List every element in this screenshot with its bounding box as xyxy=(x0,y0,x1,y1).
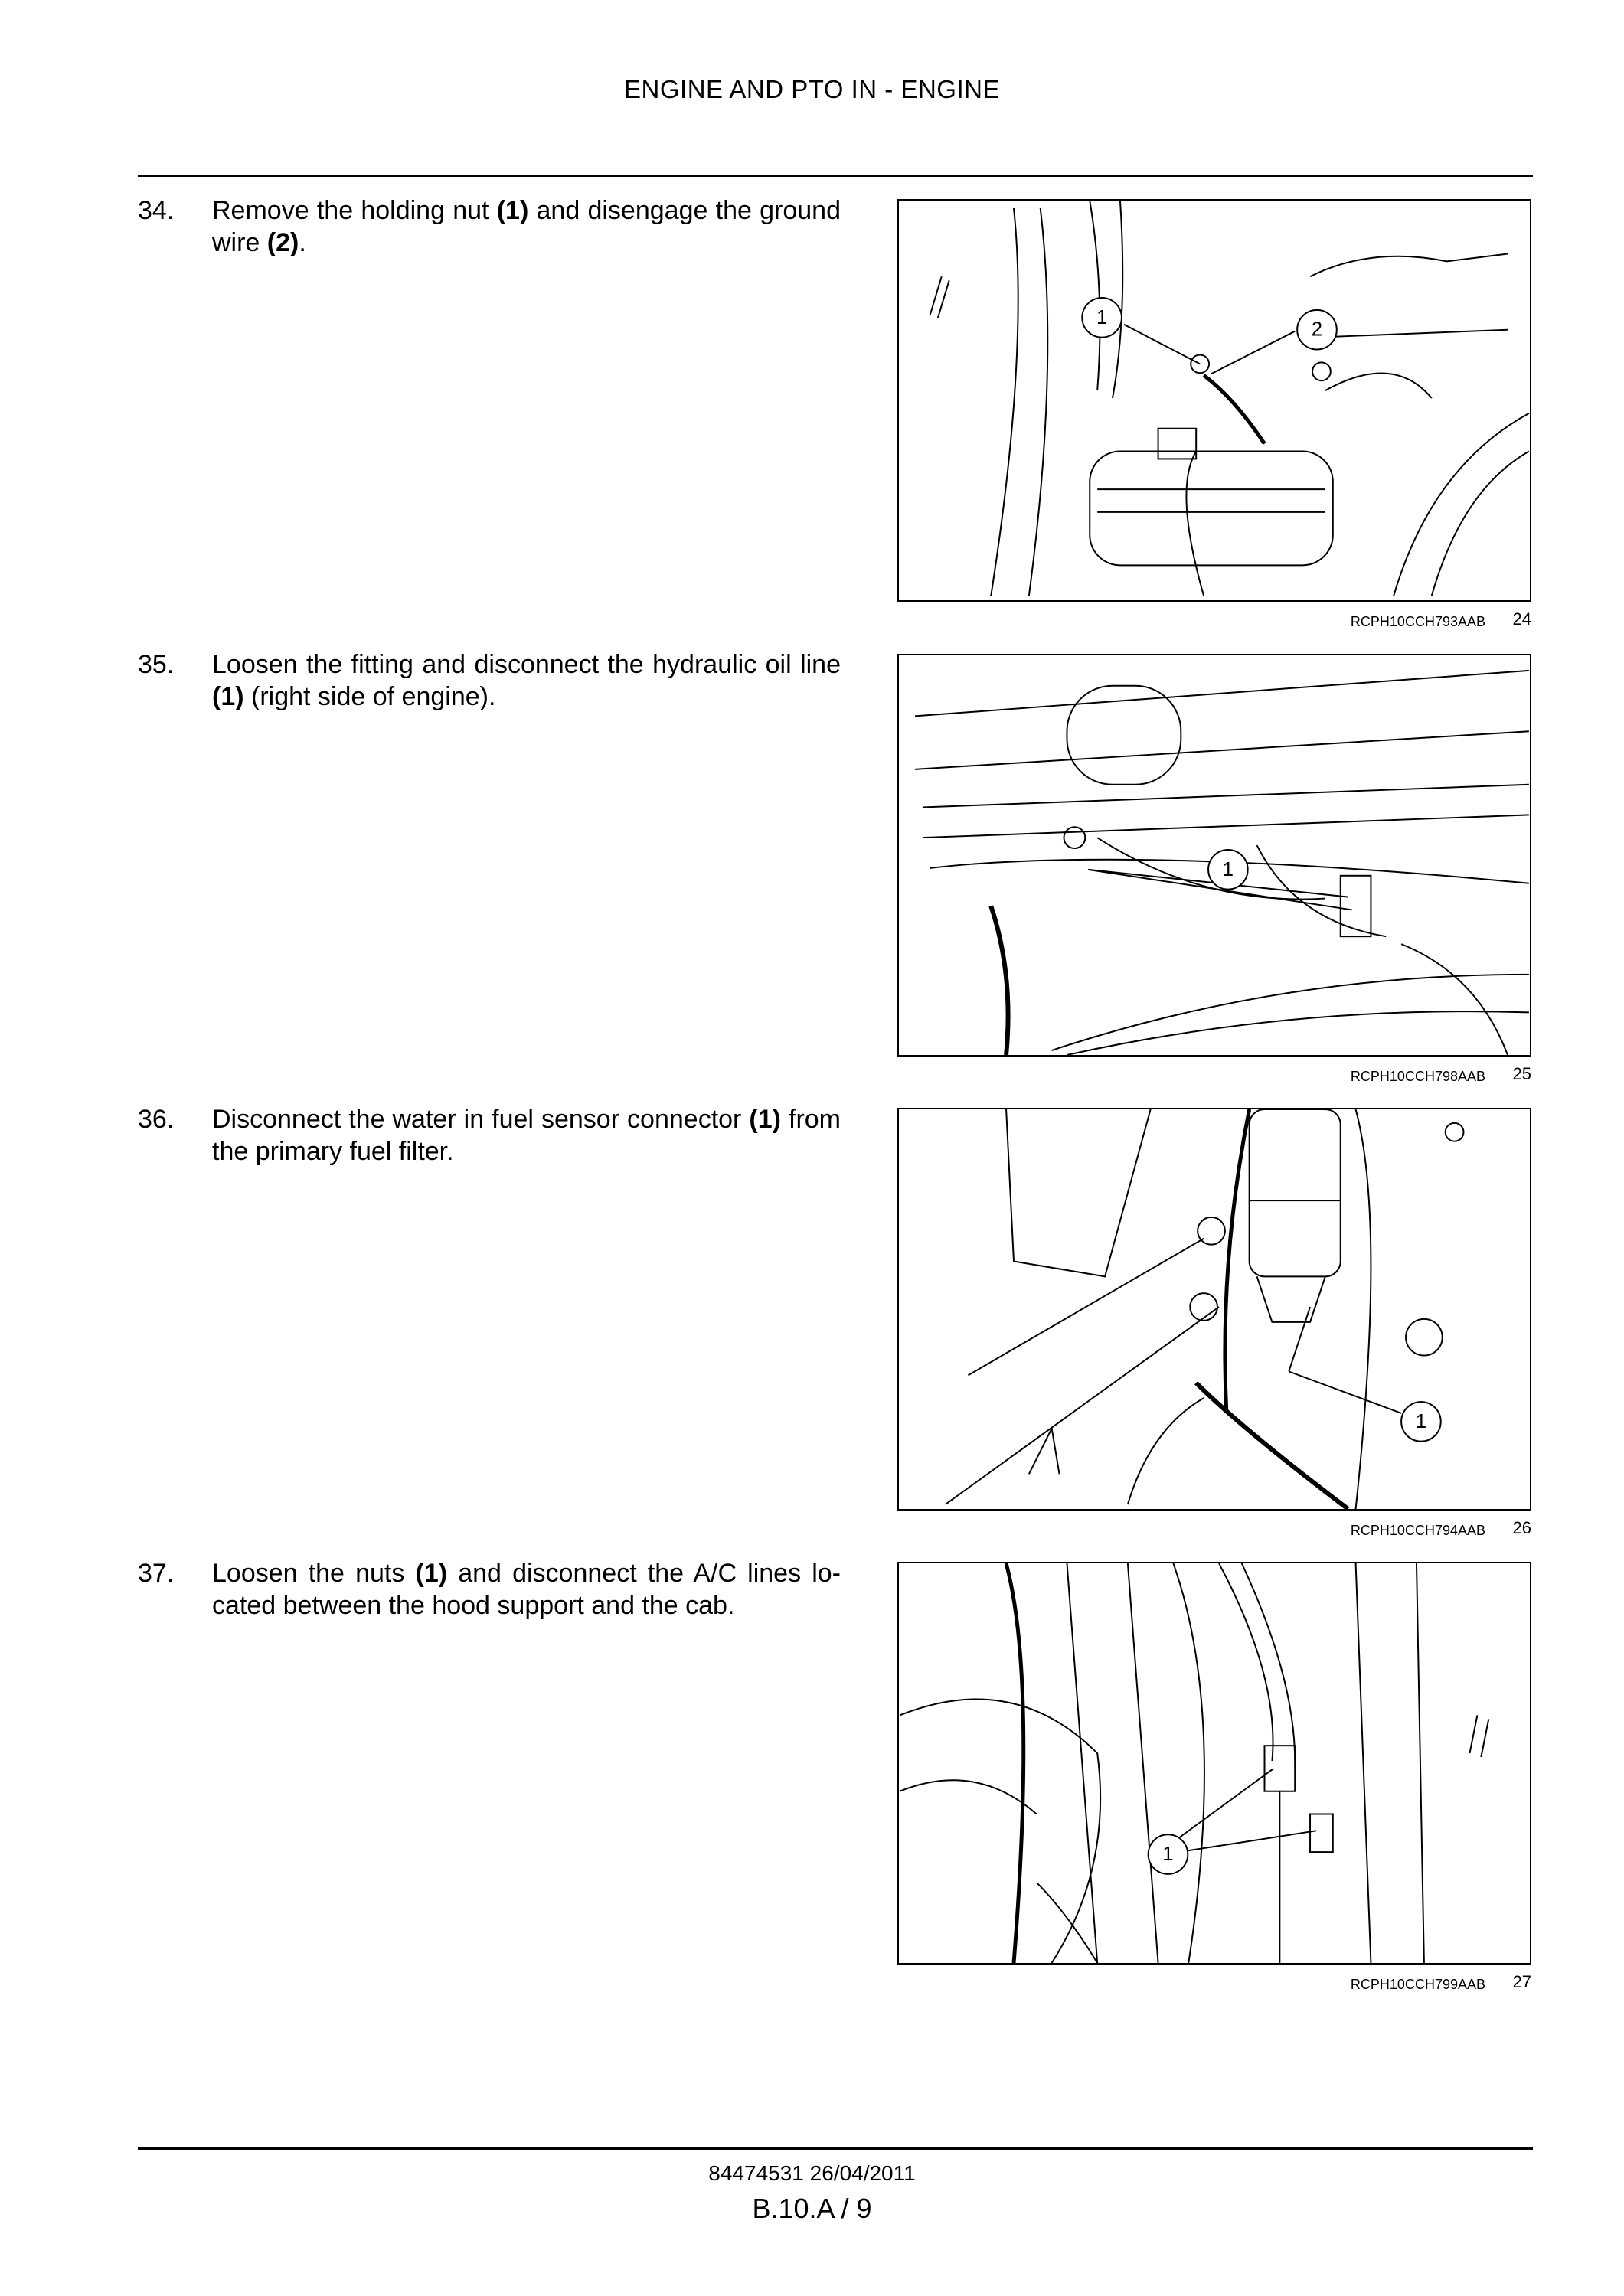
step-number: 35. xyxy=(138,650,175,679)
svg-text:1: 1 xyxy=(1096,307,1107,328)
figure-number: 26 xyxy=(1512,1518,1531,1537)
step-number: 36. xyxy=(138,1105,175,1134)
header-rule xyxy=(138,175,1533,177)
footer-page-number: B.10.A / 9 xyxy=(752,2193,872,2224)
figure-number: 27 xyxy=(1512,1972,1531,1991)
svg-text:1: 1 xyxy=(1223,859,1234,880)
engine-lineart-illustration: 1 xyxy=(899,1563,1490,1963)
figure-number: 25 xyxy=(1512,1064,1531,1083)
step-number: 34. xyxy=(138,196,175,225)
callout-1: 1 xyxy=(1207,849,1249,890)
figure-caption: RCPH10CCH799AAB 27 xyxy=(897,1972,1531,1995)
engine-lineart-illustration: 1 xyxy=(914,669,1529,1055)
figure-caption: RCPH10CCH798AAB 25 xyxy=(897,1064,1531,1087)
svg-text:2: 2 xyxy=(1312,319,1322,341)
figure-code: RCPH10CCH799AAB xyxy=(1350,1977,1485,1992)
figure-code: RCPH10CCH798AAB xyxy=(1350,1069,1485,1084)
svg-text:1: 1 xyxy=(1162,1844,1173,1865)
figure-caption: RCPH10CCH794AAB 26 xyxy=(897,1518,1531,1541)
page-header-title: ENGINE AND PTO IN - ENGINE xyxy=(624,75,1000,103)
figure-code: RCPH10CCH794AAB xyxy=(1350,1523,1485,1538)
step-text: Disconnect the water in fuel sensor conn… xyxy=(212,1105,841,1166)
callout-1: 1 xyxy=(1147,1834,1189,1875)
step-text: Loosen the fitting and disconnect the hy… xyxy=(212,650,841,711)
callout-1: 1 xyxy=(1081,297,1122,338)
engine-lineart-illustration: 1 xyxy=(945,1109,1465,1509)
step-number: 37. xyxy=(138,1559,175,1588)
figure-fuel-sensor: 1 xyxy=(897,1108,1531,1511)
callout-2: 2 xyxy=(1296,309,1338,351)
step-text: Remove the holding nut (1) and disengage… xyxy=(212,196,841,257)
callout-1: 1 xyxy=(1400,1401,1442,1442)
engine-lineart-illustration: 1 2 xyxy=(929,201,1530,596)
footer-rule xyxy=(138,2147,1533,2150)
footer-doc-ref: 84474531 26/04/2011 xyxy=(708,2161,916,2185)
figure-ac-lines: 1 xyxy=(897,1562,1531,1965)
figure-hydraulic-line: 1 xyxy=(897,654,1531,1057)
svg-text:1: 1 xyxy=(1416,1411,1426,1432)
figure-caption: RCPH10CCH793AAB 24 xyxy=(897,609,1531,632)
step-text: Loosen the nuts (1) and disconnect the A… xyxy=(212,1559,841,1620)
figure-code: RCPH10CCH793AAB xyxy=(1350,614,1485,629)
figure-number: 24 xyxy=(1512,609,1531,629)
figure-ground-wire: 1 2 xyxy=(897,199,1531,602)
